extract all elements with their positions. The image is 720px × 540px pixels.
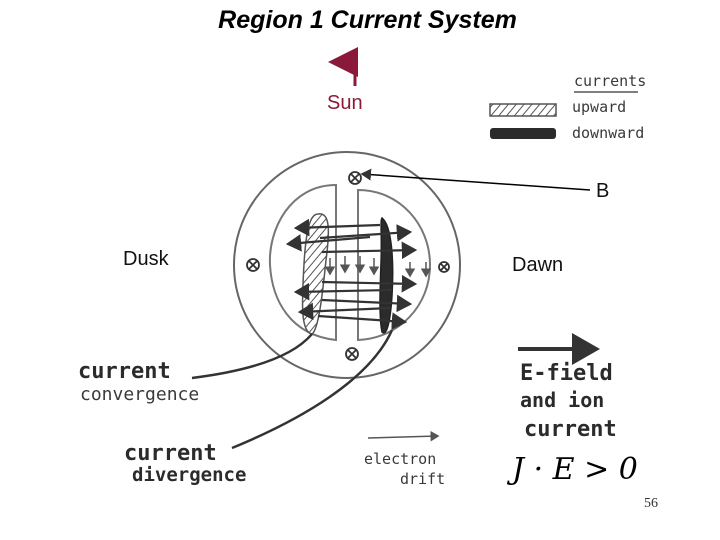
legend-downward-label: downward [572, 124, 645, 142]
joule-heating-equation: J · E > 0 [512, 452, 638, 487]
electron-drift-line2: drift [400, 470, 446, 488]
b-field-into-page-symbols [246, 171, 450, 361]
divergence-pointer [231, 329, 394, 450]
efield-label-line3: current [524, 417, 617, 442]
current-convergence-line2: convergence [80, 384, 200, 405]
legend-heading: currents [574, 72, 647, 90]
b-field-label: B [596, 180, 610, 202]
electron-drift-legend-arrow [367, 430, 440, 442]
convergence-pointer [191, 333, 313, 380]
outer-auroral-circle [233, 151, 461, 379]
efield-label-line2: and ion [520, 388, 605, 412]
sun-label: Sun [327, 92, 363, 114]
efield-label-line1: E-field [520, 361, 613, 386]
legend-upward-swatch [489, 103, 557, 117]
current-divergence-line2: divergence [132, 464, 247, 486]
dawn-label: Dawn [512, 254, 564, 276]
dusk-label: Dusk [123, 248, 169, 270]
slide-title: Region 1 Current System [218, 6, 517, 34]
current-convergence-line1: current [78, 359, 171, 384]
b-pointer-line [360, 168, 591, 191]
e-field-arrows [285, 218, 418, 330]
current-divergence-line1: current [124, 441, 217, 466]
downward-current-band [379, 216, 394, 334]
electron-drift-line1: electron [364, 450, 437, 468]
page-number: 56 [644, 496, 658, 511]
legend-downward-swatch [490, 128, 556, 139]
electron-drift-arrows [324, 256, 432, 278]
legend-upward-label: upward [572, 98, 627, 116]
dawn-convection-lobe [357, 188, 432, 342]
